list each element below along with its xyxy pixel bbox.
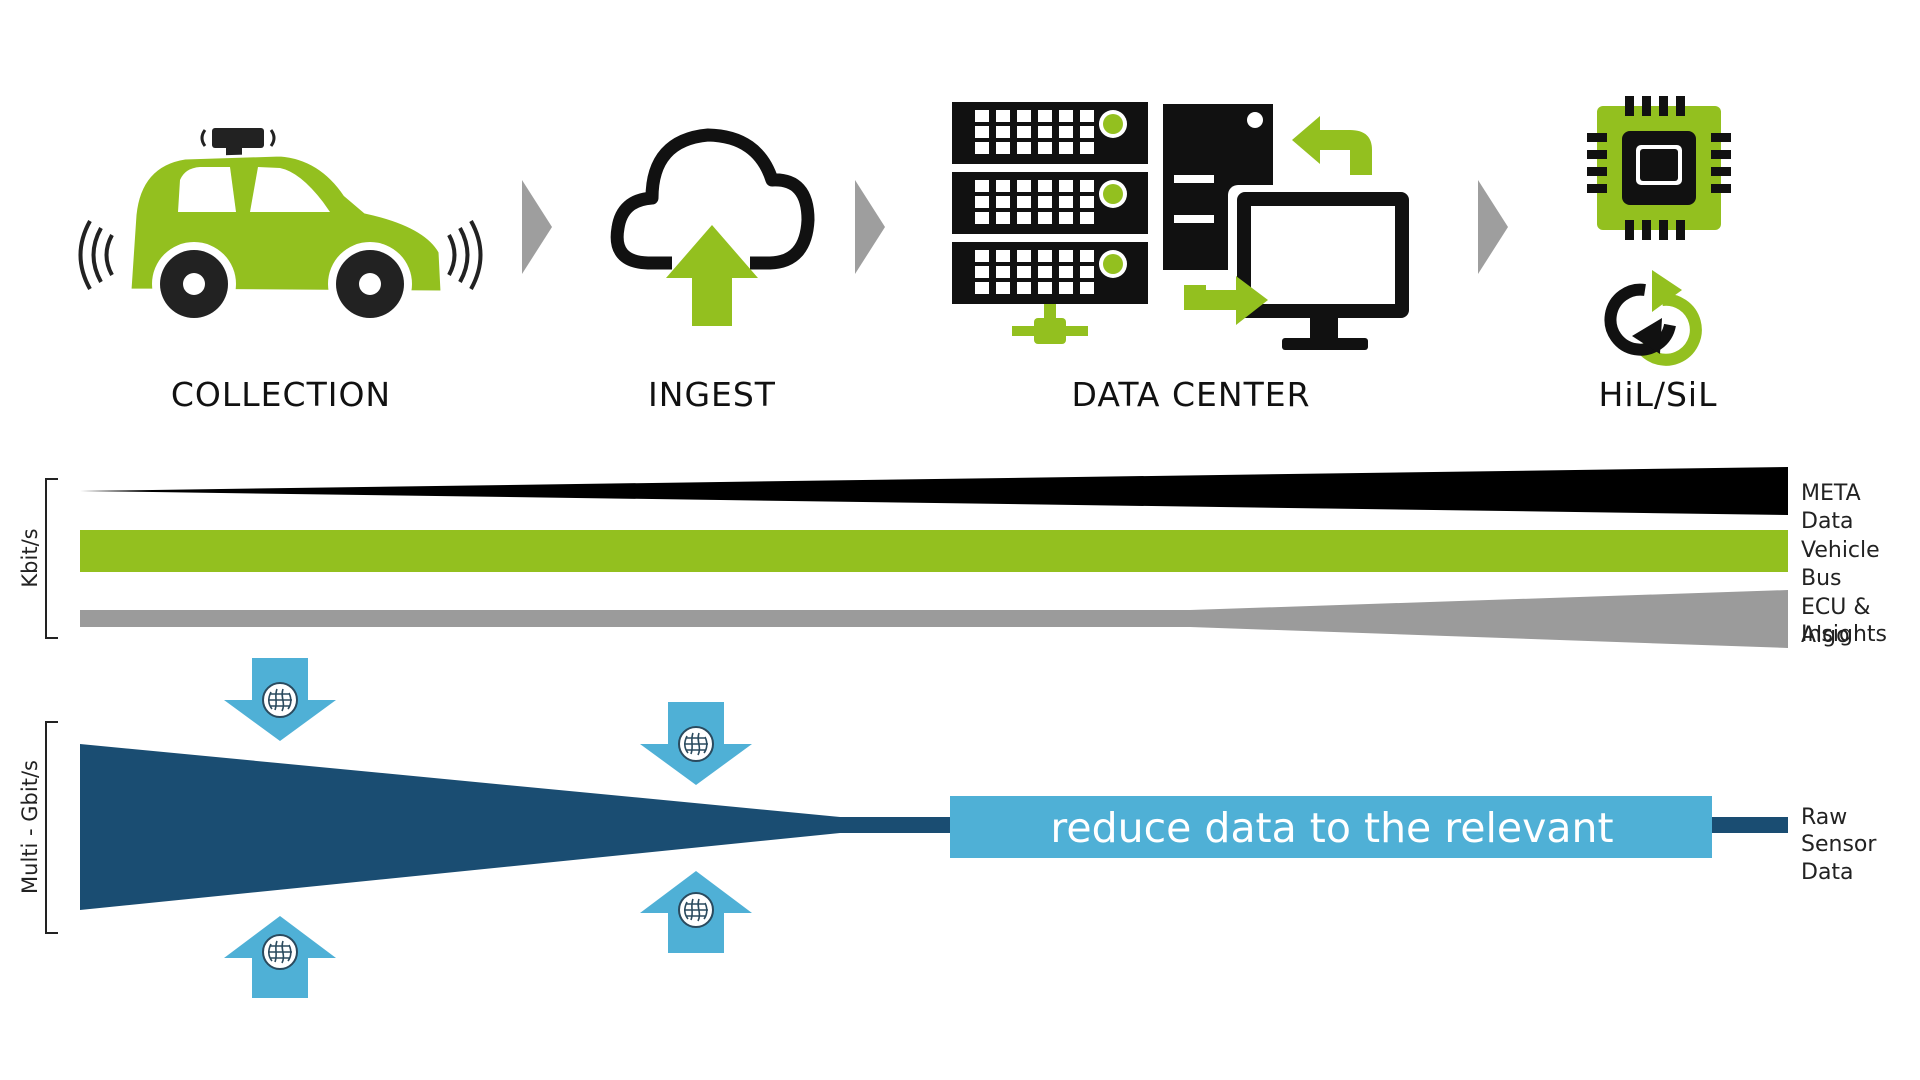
label-ecu-algo: ECU & Algo <box>1801 595 1871 648</box>
raw-data-funnel <box>80 744 840 910</box>
cloud-upload-icon <box>610 128 815 326</box>
ai-arrow-up <box>224 916 336 998</box>
ecu-insights-bar <box>80 590 1788 648</box>
vehicle-bus-bar <box>80 530 1788 572</box>
car-icon <box>78 128 483 326</box>
server-rack-icon <box>952 102 1148 344</box>
label-raw: Raw <box>1801 805 1848 830</box>
ai-arrow-down <box>224 658 336 741</box>
gbit-bracket <box>45 721 58 934</box>
stage-label-hil-sil: HiL/SiL <box>1598 375 1718 414</box>
refresh-icon <box>1604 270 1702 366</box>
chevron-right-icon <box>522 180 552 274</box>
brain-icon <box>678 726 714 762</box>
stage-label-ingest: INGEST <box>648 375 776 414</box>
ai-arrow-down <box>640 702 752 785</box>
ai-arrow-up <box>640 871 752 953</box>
kbit-bracket <box>45 478 58 639</box>
chevron-right-icon <box>855 180 885 274</box>
label-sensor-data: Sensor Data <box>1801 832 1877 885</box>
reduce-label: reduce data to the relevant <box>1050 804 1614 852</box>
reduce-box <box>950 796 1712 858</box>
meta-data-bar <box>80 467 1788 515</box>
axis-label-kbit: Kbit/s <box>18 528 42 588</box>
monitor-sync-icon <box>1163 104 1416 350</box>
axis-label-gbit: Multi - Gbit/s <box>18 760 42 894</box>
brain-icon <box>678 892 714 928</box>
stage-label-collection: COLLECTION <box>170 375 392 414</box>
label-meta-data: META Data <box>1801 481 1861 534</box>
brain-icon <box>262 934 298 970</box>
chevron-right-icon <box>1478 180 1508 274</box>
label-insights: Insights <box>1801 622 1888 647</box>
label-vehicle-bus: Vehicle Bus <box>1801 538 1880 591</box>
chip-icon <box>1587 96 1731 240</box>
brain-icon <box>262 682 298 718</box>
stage-label-data-center: DATA CENTER <box>1071 375 1311 414</box>
